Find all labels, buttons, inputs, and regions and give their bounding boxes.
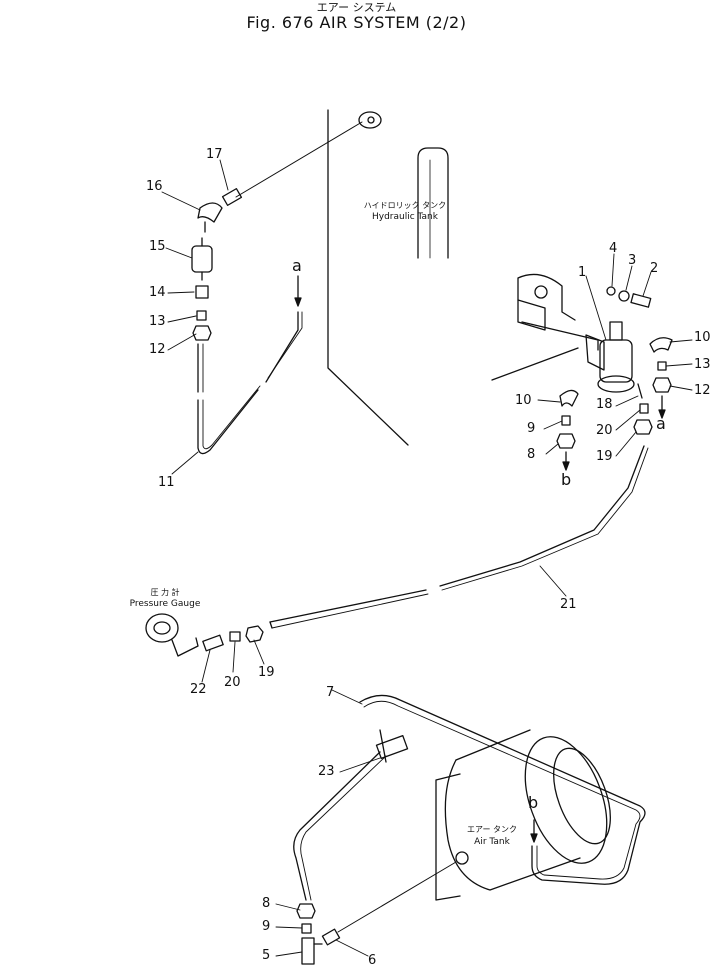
callout-12-right: 12 — [694, 383, 711, 398]
air-tank-body — [444, 759, 581, 891]
part-13-sleeve-right — [657, 361, 667, 371]
tank-port — [358, 111, 382, 129]
part-14-fitting — [195, 285, 209, 299]
lower-tube — [293, 751, 381, 901]
part-19-nut — [245, 625, 264, 643]
pressure-gauge-label-jp: 圧 力 計 — [150, 588, 180, 597]
hydraulic-tank-outline — [327, 109, 409, 446]
part-10-elbow-left — [559, 389, 579, 407]
part-9-sleeve — [561, 415, 571, 426]
part-2-bolt — [630, 293, 652, 308]
callout-13: 13 — [149, 314, 166, 329]
part-21-tube — [269, 445, 645, 623]
callout-21: 21 — [560, 597, 577, 612]
part-16-elbow — [197, 202, 223, 223]
hydraulic-tank-label-jp: ハイドロリック タンク — [363, 201, 447, 210]
part-20-fitting — [229, 631, 241, 642]
callout-20: 20 — [224, 675, 241, 690]
port-leader — [235, 121, 363, 198]
part-12-nut-right — [652, 377, 672, 393]
part-8-nut — [556, 433, 576, 449]
callout-4: 4 — [609, 241, 618, 256]
pressure-gauge-label: Pressure Gauge — [129, 599, 201, 609]
pressure-gauge — [145, 613, 179, 643]
mount-bracket — [491, 273, 579, 381]
callout-20-right: 20 — [596, 423, 613, 438]
callout-2: 2 — [650, 261, 659, 276]
air-tank-label-jp: エアー タンク — [466, 825, 518, 834]
part-7-tube — [359, 694, 646, 885]
callout-7: 7 — [326, 685, 335, 700]
callout-18: 18 — [596, 397, 613, 412]
callout-8: 8 — [527, 447, 536, 462]
callout-19: 19 — [258, 665, 275, 680]
callout-9-bottom: 9 — [262, 919, 271, 934]
air-tank-label: Air Tank — [474, 837, 510, 847]
callout-12: 12 — [149, 342, 166, 357]
part-15-valve — [191, 245, 213, 273]
part-9-sleeve-bottom — [301, 923, 312, 934]
callout-17: 17 — [206, 147, 223, 162]
part-8-nut-bottom — [296, 903, 316, 919]
callout-14: 14 — [149, 285, 166, 300]
callout-6: 6 — [368, 953, 377, 968]
connection-a-top: a — [292, 256, 302, 275]
callout-19-right: 19 — [596, 449, 613, 464]
callout-10-right: 10 — [694, 330, 711, 345]
callout-10-left: 10 — [515, 393, 532, 408]
figure-title: Fig. 676 AIR SYSTEM (2/2) — [246, 13, 467, 32]
part-18-tube — [637, 383, 643, 399]
callout-16: 16 — [146, 179, 163, 194]
part-19-nut-right — [633, 419, 653, 435]
part-10-elbow-right — [649, 337, 673, 353]
callout-13-right: 13 — [694, 357, 711, 372]
part-12-nut — [192, 325, 212, 341]
callout-22: 22 — [190, 682, 207, 697]
part-5-tee — [301, 937, 315, 965]
title-japanese: エアー システム — [316, 1, 397, 14]
callout-5: 5 — [262, 948, 271, 963]
connection-a-right: a — [656, 414, 666, 433]
part-6-fitting — [321, 928, 341, 946]
part-22-connector — [202, 634, 224, 652]
part-4-washer — [606, 286, 616, 296]
callout-3: 3 — [628, 253, 637, 268]
part-11-tube — [197, 311, 299, 455]
callout-11: 11 — [158, 475, 175, 490]
part-13-sleeve — [196, 310, 207, 321]
callout-9: 9 — [527, 421, 536, 436]
hydraulic-tank-label: Hydraulic Tank — [372, 212, 438, 222]
air-tank-port — [455, 851, 469, 865]
part-17-connector — [221, 188, 243, 206]
hydraulic-tank-pipe — [417, 147, 449, 259]
connection-b-mid: b — [561, 470, 572, 489]
callout-8-bottom: 8 — [262, 896, 271, 911]
callout-15: 15 — [149, 239, 166, 254]
callout-1: 1 — [578, 265, 587, 280]
connection-b-bottom: b — [528, 793, 539, 812]
part-23-clip — [375, 734, 409, 760]
callout-23: 23 — [318, 764, 335, 779]
part-20-fitting-right — [639, 403, 649, 414]
part-3-washer — [618, 290, 630, 302]
